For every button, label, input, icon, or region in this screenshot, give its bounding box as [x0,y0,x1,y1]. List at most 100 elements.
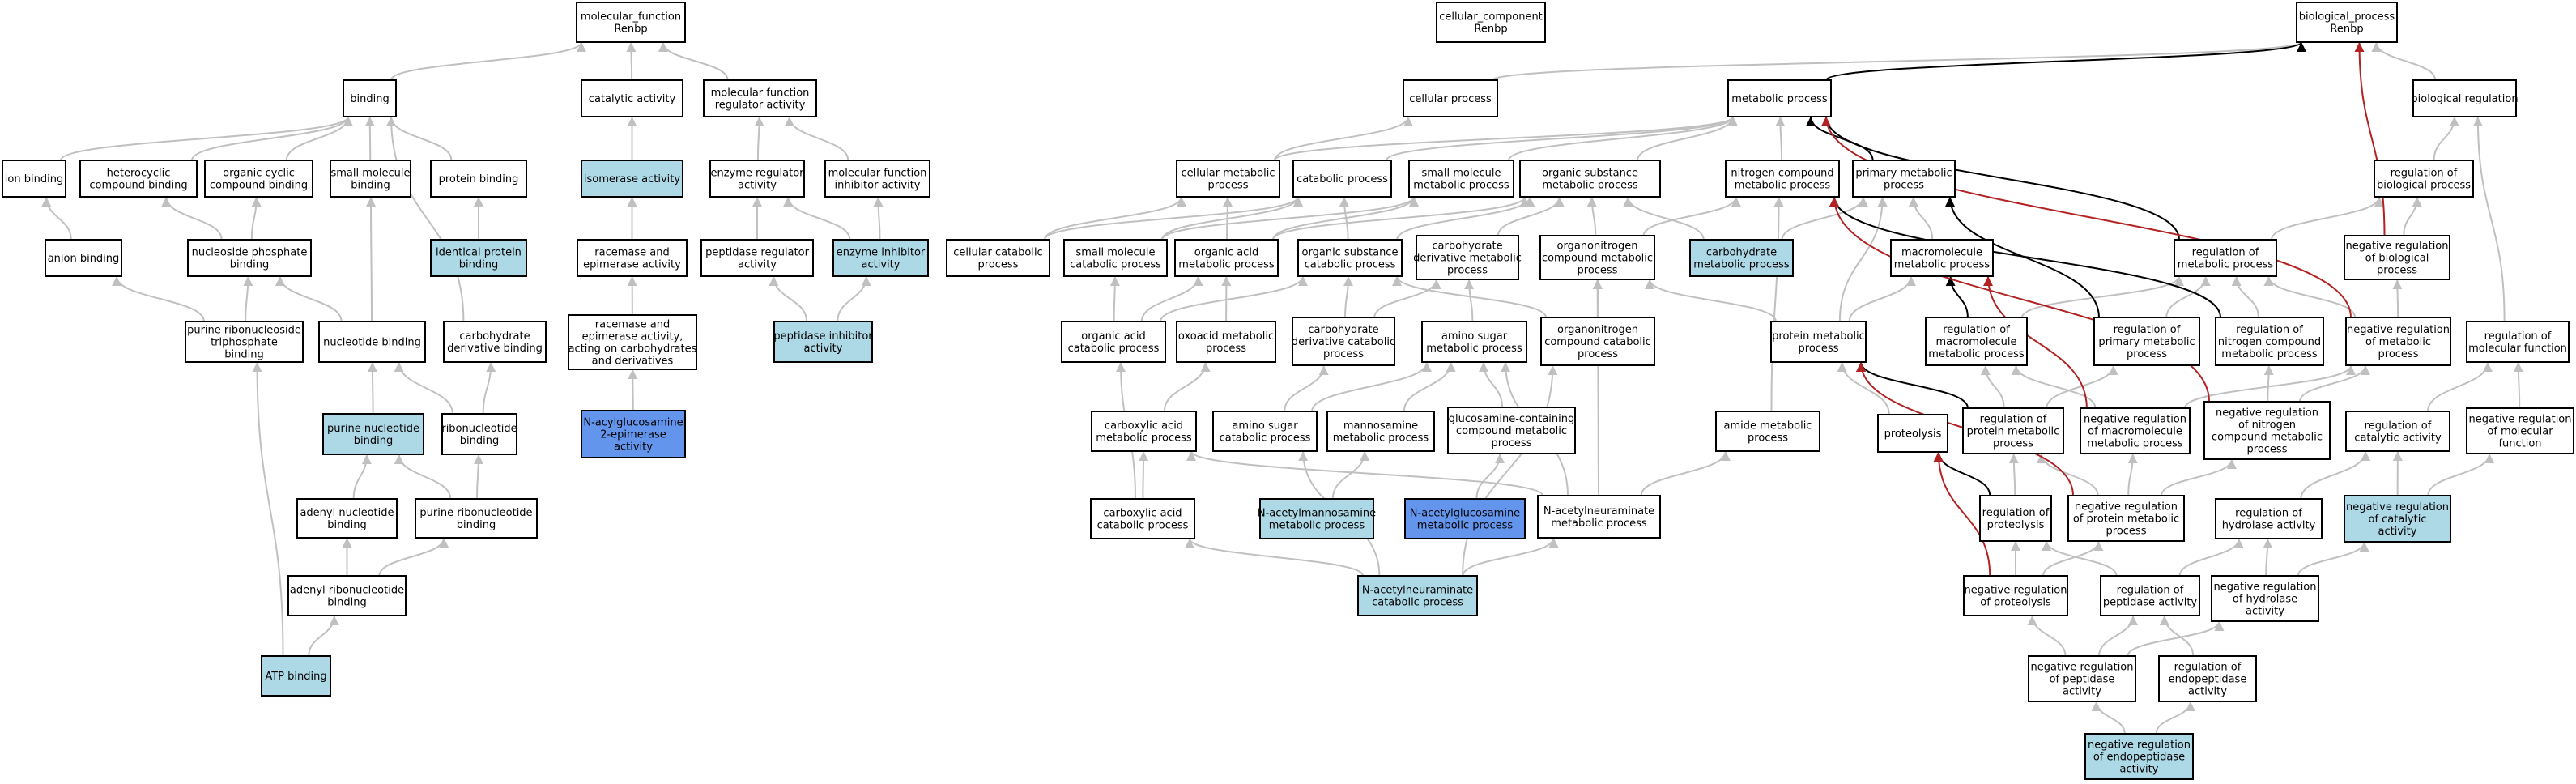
node-label-line: metabolic process [1735,180,1831,192]
node-catact[interactable]: catalytic activity [581,79,683,117]
node-nucbind[interactable]: nucleotide binding [318,321,426,363]
node-catab[interactable]: catabolic process [1292,160,1392,198]
node-label-line: and derivatives [592,356,674,368]
node-metproc[interactable]: metabolic process [1727,79,1832,117]
node-box [1979,495,2052,542]
node-label-line: regulation of [2117,585,2184,597]
node-isomerase[interactable]: isomerase activity [581,160,683,198]
node-cellproc[interactable]: cellular process [1403,79,1498,117]
node-protbind[interactable]: protein binding [430,160,527,198]
node-label-line: small molecule [331,168,411,180]
node-ionbind[interactable]: ion binding [2,160,66,198]
node-label-line: activity [614,441,653,454]
node-proteolysis[interactable]: proteolysis [1877,414,1948,453]
node-label-line: N-acetylneuraminate [1362,585,1473,597]
node-label-line: organic substance [1542,168,1638,180]
node-binding[interactable]: binding [343,79,397,117]
node-box [581,160,683,198]
node-bioreg[interactable]: biological regulation [2411,79,2519,117]
edge-negregprotmet-to-negregnitro [2161,458,2237,496]
edge-cellmet-to-metproc [1274,116,1738,161]
node-atp[interactable]: ATP binding [261,655,331,697]
node-anionbind[interactable]: anion binding [45,239,122,277]
